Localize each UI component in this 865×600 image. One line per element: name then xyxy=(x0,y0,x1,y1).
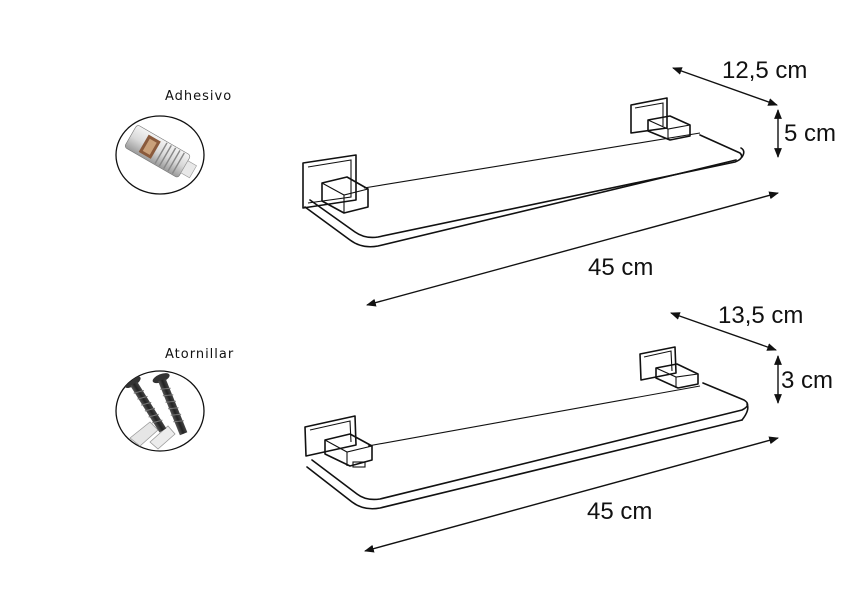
adhesive-depth-label: 12,5 cm xyxy=(722,57,807,84)
screws-dimension-arrows xyxy=(364,312,782,553)
length-arrow xyxy=(366,191,779,307)
length-arrow xyxy=(364,436,779,553)
adhesive-label: Adhesivo xyxy=(165,89,232,104)
screws-label: Atornillar xyxy=(165,347,234,362)
mounting-option-adhesive: Adhesivo xyxy=(115,57,836,307)
depth-arrow xyxy=(672,67,778,106)
mounting-option-screws: Atornillar xyxy=(115,302,833,553)
adhesive-shelf-drawing xyxy=(302,97,745,248)
screws-length-label: 45 cm xyxy=(587,498,652,525)
adhesive-height-label: 5 cm xyxy=(784,120,836,147)
adhesive-dimension-arrows xyxy=(366,67,782,307)
screws-depth-label: 13,5 cm xyxy=(718,302,803,329)
depth-arrow xyxy=(670,312,777,351)
screws-icon xyxy=(115,370,205,452)
screws-height-label: 3 cm xyxy=(781,367,833,394)
adhesive-length-label: 45 cm xyxy=(588,254,653,281)
adhesive-tube-icon xyxy=(115,115,205,195)
screws-shelf-drawing xyxy=(304,346,749,510)
